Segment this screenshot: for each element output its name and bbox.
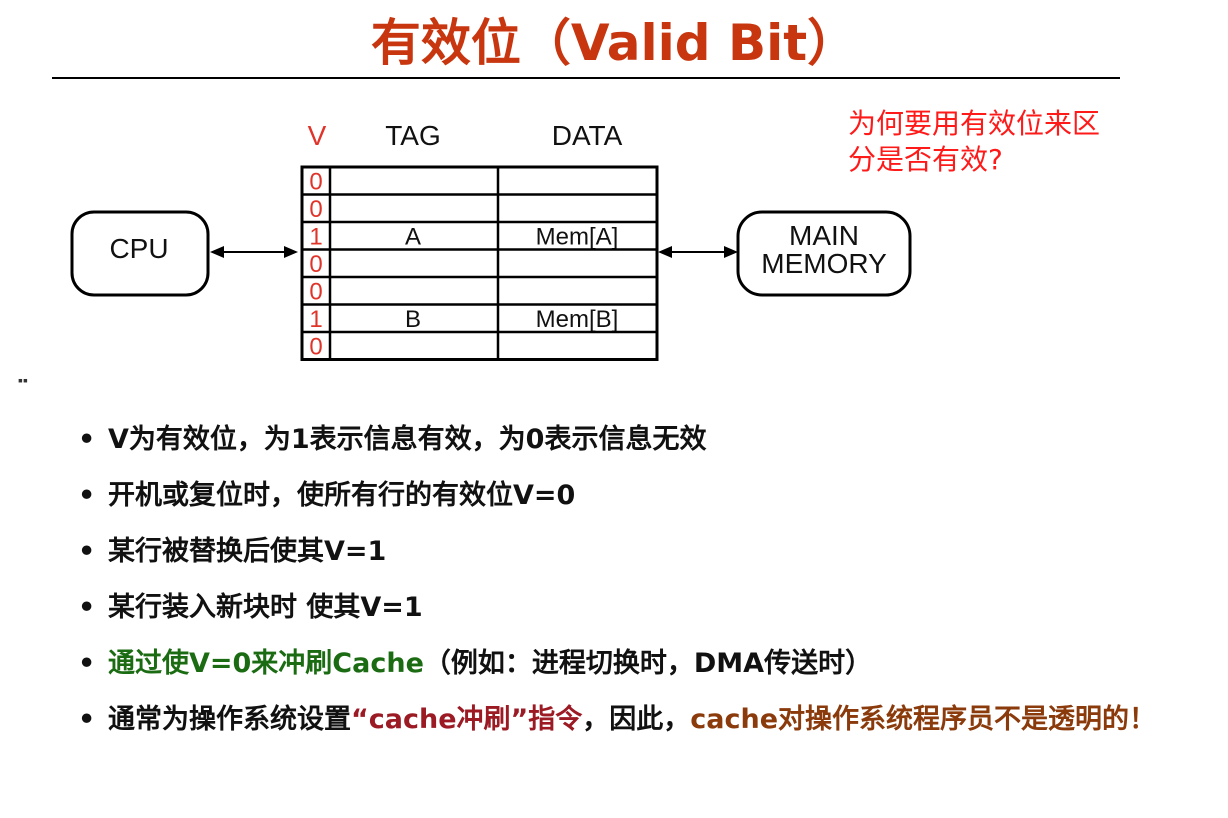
bullet-text-highlight: 通过使V=0来冲刷Cache [108, 648, 424, 679]
valid-bit: 1 [309, 224, 322, 251]
title-divider [52, 77, 1120, 79]
cpu-box [70, 210, 210, 297]
bullet-text: ，因此， [582, 704, 691, 735]
valid-bit: 0 [309, 279, 322, 306]
bullet-dot: • [78, 480, 96, 511]
bullet-list: • V为有效位，为1表示信息有效，为0表示信息无效 • 开机或复位时，使所有行的有效… [78, 418, 1158, 742]
cpu-label: CPU [109, 233, 168, 264]
bullet-dot: • [78, 424, 96, 455]
tag-cell: A [405, 224, 421, 251]
bullet-item: • 通过使V=0来冲刷Cache（例如：进程切换时，DMA传送时） [78, 642, 1158, 698]
bullet-item: • V为有效位，为1表示信息有效，为0表示信息无效 [78, 418, 1158, 474]
bullet-item: • 某行被替换后使其V=1 [78, 530, 1158, 586]
memory-label-line2: MEMORY [761, 248, 887, 279]
bullet-text: （例如：进程切换时，DMA传送时） [423, 648, 873, 679]
bullet-text: V为有效位，为1表示信息有效，为0表示信息无效 [108, 424, 707, 455]
question-note: 为何要用有效位来区分是否有效? [848, 107, 1101, 176]
table-frame [300, 165, 659, 361]
cpu-cache-arrow [210, 246, 298, 258]
data-cell: Mem[A] [536, 224, 619, 251]
bullet-dot: • [78, 648, 96, 679]
header-v: V [308, 120, 327, 151]
bullet-text: 通常为操作系统设置 [108, 704, 351, 735]
bullet-text-quote: “cache冲刷”指令 [351, 704, 583, 735]
bullet-item: • 通常为操作系统设置“cache冲刷”指令，因此，cache对操作系统程序员不是… [78, 698, 1158, 742]
data-cell: Mem[B] [536, 306, 619, 333]
bullet-text: 某行装入新块时 使其V=1 [108, 592, 423, 623]
bullet-dot: • [78, 536, 96, 567]
main-memory-box [736, 210, 912, 297]
cache-memory-arrow [658, 246, 738, 258]
valid-bit: 0 [309, 251, 322, 278]
bullet-dot: • [78, 704, 96, 735]
valid-bit: 0 [309, 196, 322, 223]
bullet-text: 某行被替换后使其V=1 [108, 536, 387, 567]
valid-bit: 0 [309, 334, 322, 361]
valid-bit: 0 [309, 169, 322, 196]
header-data: DATA [552, 120, 623, 151]
memory-label-line1: MAIN [789, 220, 859, 251]
bullet-text-emphasis: cache对操作系统程序员不是透明的！ [690, 704, 1157, 735]
header-tag: TAG [385, 120, 440, 151]
bullet-item: • 某行装入新块时 使其V=1 [78, 586, 1158, 642]
bullet-item: • 开机或复位时，使所有行的有效位V=0 [78, 474, 1158, 530]
valid-bit: 1 [309, 306, 322, 333]
tag-cell: B [405, 306, 421, 333]
bullet-dot: • [78, 592, 96, 623]
bullet-text: 开机或复位时，使所有行的有效位V=0 [108, 480, 576, 511]
page-title: 有效位（Valid Bit） [370, 14, 858, 72]
stray-mark: ▪▪ [18, 372, 28, 388]
